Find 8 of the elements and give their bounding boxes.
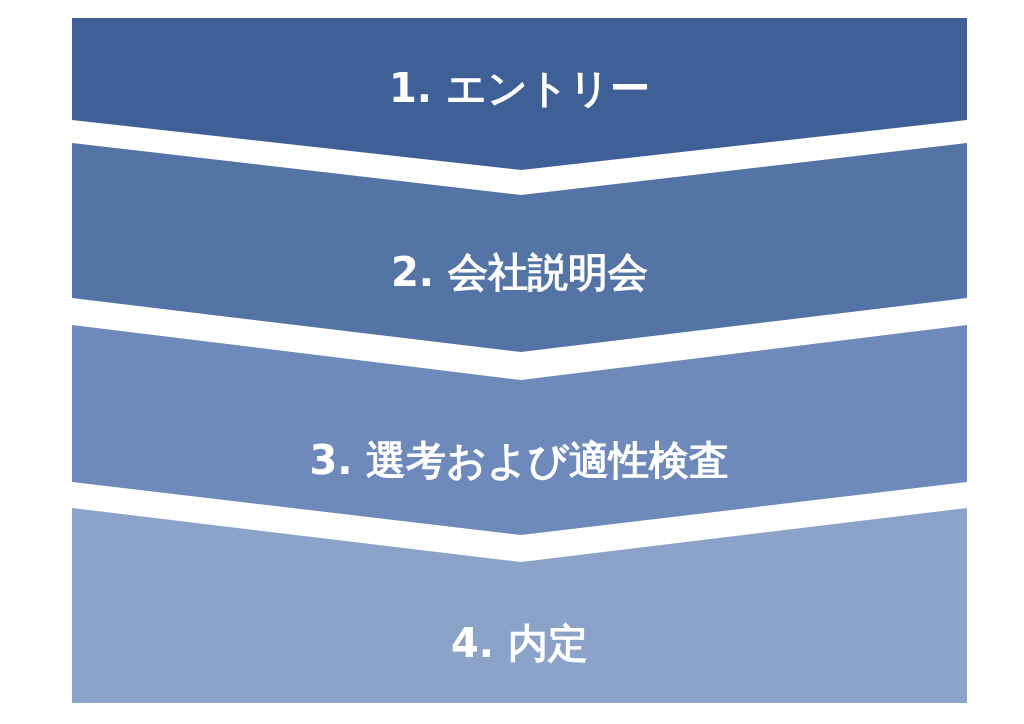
step-label: 3. 選考および適性検査 (309, 436, 730, 484)
step-label: 4. 内定 (451, 619, 588, 667)
chevron-band (72, 325, 967, 535)
chevron-band (72, 508, 967, 703)
chevron-band (72, 18, 967, 170)
step-label: 1. エントリー (389, 64, 650, 112)
chevron-band (72, 143, 967, 352)
step-label: 2. 会社説明会 (391, 248, 648, 296)
